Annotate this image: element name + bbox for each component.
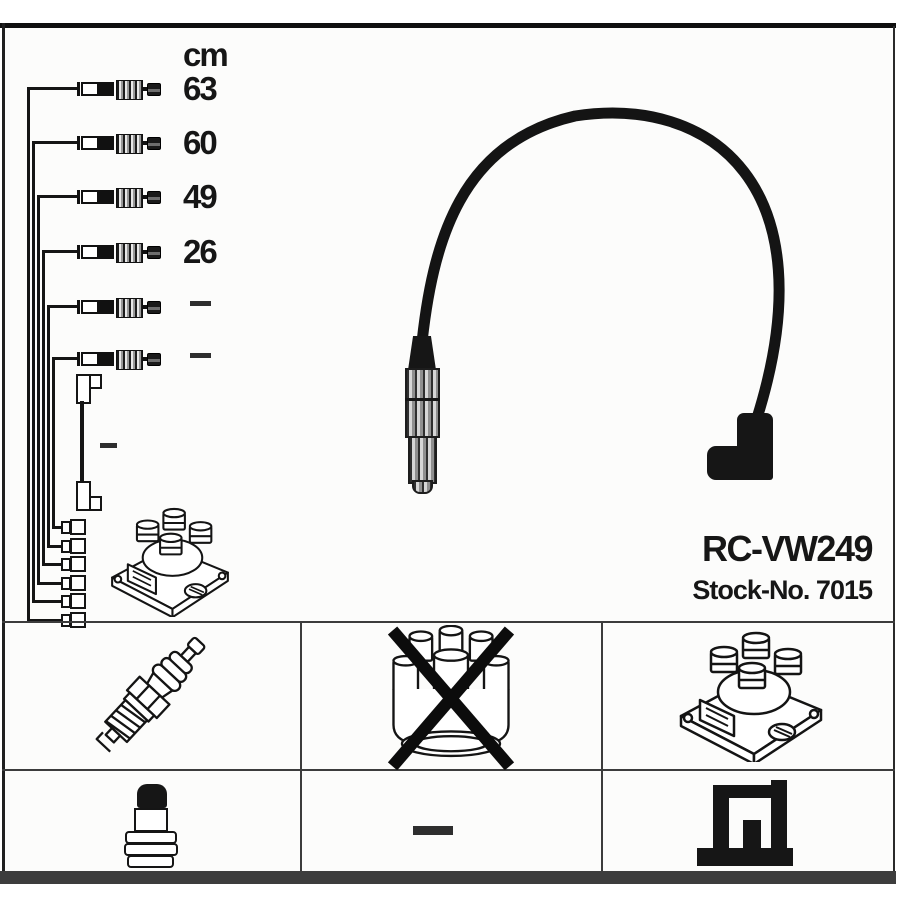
cable-length-value: 26 bbox=[183, 233, 218, 270]
cable-length-dash bbox=[190, 353, 211, 358]
frame-left-border bbox=[2, 23, 5, 872]
cable-wire bbox=[41, 249, 45, 565]
part-number: RC-VW249 bbox=[701, 528, 874, 569]
cable-wire bbox=[36, 581, 65, 585]
ignition-coil-icon bbox=[679, 631, 823, 762]
cable-length-dash bbox=[190, 301, 211, 306]
cable-wire bbox=[41, 562, 65, 566]
cable-wire bbox=[46, 304, 50, 548]
cable-wire bbox=[48, 304, 78, 308]
grid-line bbox=[601, 621, 603, 871]
spark-plug-connector-icon bbox=[77, 133, 161, 154]
frame-right-border bbox=[893, 26, 895, 872]
spark-plug-connector-icon bbox=[77, 349, 161, 370]
stock-number: Stock-No. 7015 bbox=[692, 575, 873, 605]
grid-line bbox=[300, 621, 302, 871]
grid-line bbox=[2, 621, 895, 623]
cable-wire bbox=[43, 249, 78, 253]
cable-wire bbox=[46, 544, 65, 548]
cable-wire bbox=[33, 140, 78, 144]
cross-out-x bbox=[387, 626, 515, 770]
spark-plug-connector-icon bbox=[77, 79, 161, 100]
footer-shadow-bar bbox=[0, 871, 896, 884]
cable-wire bbox=[51, 356, 55, 529]
cable-length-value: 63 bbox=[183, 70, 218, 107]
frame-top-rule bbox=[0, 23, 896, 28]
cable-wire bbox=[36, 194, 40, 585]
angled-connector-tab bbox=[89, 496, 102, 511]
cable-wire bbox=[28, 86, 78, 90]
cable-length-dash bbox=[100, 443, 117, 448]
cable-wire bbox=[31, 599, 65, 603]
distributor-cap-crossed-icon bbox=[387, 625, 515, 770]
cable-wire bbox=[26, 86, 30, 622]
dash-symbol bbox=[413, 826, 453, 835]
cable-wire bbox=[80, 401, 84, 483]
cable-length-value: 60 bbox=[183, 124, 218, 161]
grid-line bbox=[2, 769, 895, 771]
spark-plug-connector-icon bbox=[77, 297, 161, 318]
cable-wire bbox=[38, 194, 78, 198]
cable-length-value: 49 bbox=[183, 178, 218, 215]
spark-plug-connector-icon bbox=[77, 187, 161, 208]
cable-wire bbox=[51, 525, 65, 529]
unit-header: cm bbox=[183, 36, 229, 73]
cable-wire bbox=[53, 356, 78, 360]
cable-wire bbox=[31, 140, 35, 603]
cable-wire bbox=[26, 618, 65, 622]
spark-plug-connector-icon bbox=[77, 242, 161, 263]
angled-connector-tab bbox=[89, 374, 102, 389]
spark-plug-icon bbox=[95, 636, 206, 753]
